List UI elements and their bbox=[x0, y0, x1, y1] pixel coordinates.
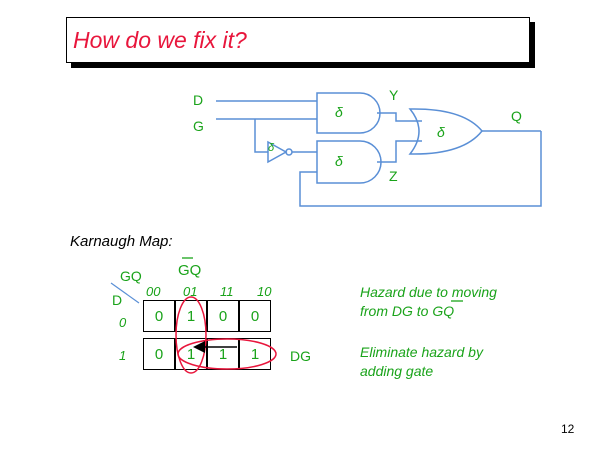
kmap-loop-vertical bbox=[175, 296, 207, 374]
and-gate-top bbox=[316, 92, 381, 134]
kmap-col-header-01: 01 bbox=[183, 284, 198, 299]
hazard-note-gq: GQ bbox=[432, 303, 455, 319]
wire-y bbox=[377, 112, 422, 122]
kmap-cell: 0 bbox=[207, 300, 239, 332]
or-delay-label: δ bbox=[437, 124, 445, 140]
kmap-cell: 0 bbox=[239, 300, 271, 332]
kmap-cell: 0 bbox=[143, 300, 175, 332]
kmap-col-var: GQ bbox=[120, 268, 142, 284]
input-d-label: D bbox=[193, 92, 204, 108]
kmap-row-header-1: 1 bbox=[119, 348, 127, 363]
kmap-row-var: D bbox=[112, 292, 123, 308]
and-top-delay-label: δ bbox=[335, 104, 343, 120]
kmap-col-header-00: 00 bbox=[146, 284, 161, 299]
and-gate-bottom bbox=[316, 140, 382, 184]
kmap-col-header-10: 10 bbox=[257, 284, 272, 299]
and-bottom-delay-label: δ bbox=[335, 153, 343, 169]
inverter-bubble bbox=[285, 148, 293, 156]
or-gate bbox=[408, 108, 483, 155]
kmap-cell: 1 bbox=[175, 300, 207, 332]
fix-note-line2: adding gate bbox=[360, 363, 434, 379]
kmap-cell: 0 bbox=[143, 338, 175, 370]
kmap-corner-divider bbox=[110, 282, 140, 304]
slide-title: How do we fix it? bbox=[73, 27, 247, 53]
kmap-row-label-dg: DG bbox=[290, 348, 311, 364]
title-box: How do we fix it? bbox=[66, 17, 530, 63]
kmap-row-header-0: 0 bbox=[119, 315, 127, 330]
output-z-label: Z bbox=[389, 168, 398, 184]
kmap-overbar-gq: GQ bbox=[178, 262, 202, 279]
inverter-delay-label: δ bbox=[268, 142, 275, 154]
output-y-label: Y bbox=[389, 87, 399, 103]
fix-note-line1: Eliminate hazard by bbox=[360, 344, 483, 360]
page-number: 12 bbox=[561, 422, 575, 436]
wire-feedback bbox=[299, 131, 542, 207]
kmap-cell: 1 bbox=[175, 338, 207, 370]
hazard-note-line1: Hazard due to moving bbox=[360, 284, 497, 300]
kmap-col-header-11: 11 bbox=[220, 284, 234, 299]
hazard-note-line2: from DG to GQ bbox=[360, 303, 454, 319]
output-q-label: Q bbox=[511, 108, 522, 124]
wire-z bbox=[377, 140, 422, 163]
kmap-loop-horizontal bbox=[177, 338, 277, 370]
kmap-heading: Karnaugh Map: bbox=[70, 233, 173, 250]
input-g-label: G bbox=[193, 118, 204, 134]
inverter-triangle bbox=[267, 140, 288, 164]
kmap-cell: 1 bbox=[239, 338, 271, 370]
wire-g-branch bbox=[254, 119, 268, 153]
hazard-note-prefix: from DG to bbox=[360, 303, 433, 319]
